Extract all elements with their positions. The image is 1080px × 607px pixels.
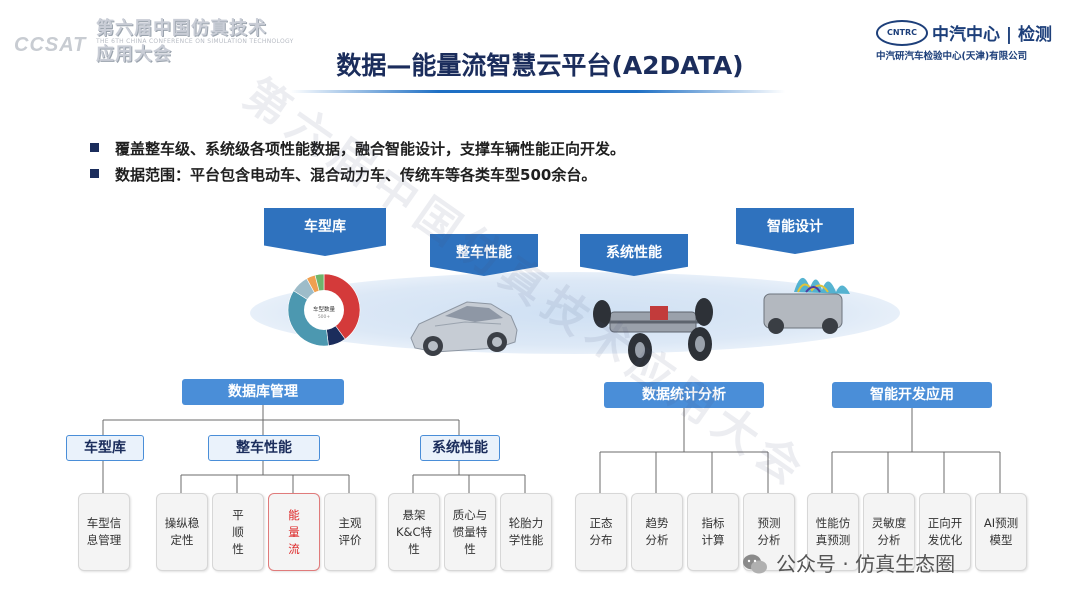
leaf-node: 操纵稳定性 <box>156 493 208 571</box>
leaf-node: 正向开发优化 <box>919 493 971 571</box>
flag-label: 整车性能 <box>456 245 512 261</box>
leaf-node: 质心与惯量特性 <box>444 493 496 571</box>
leaf-label: 性能仿真预测 <box>815 516 851 547</box>
page-title: 数据—能量流智慧云平台(A2DATA) <box>336 51 744 80</box>
flag-intelligent-design: 智能设计 <box>736 208 854 254</box>
leaf-node: 悬架K&C特性 <box>388 493 440 571</box>
brand-logo: CNTRC 中汽中心 | 检测 中汽研汽车检验中心(天津)有限公司 <box>876 20 1056 64</box>
leaf-node: 趋势分析 <box>631 493 683 571</box>
leaf-node-highlighted: 能量流 <box>268 493 320 571</box>
leaf-label: 质心与惯量特性 <box>452 507 488 556</box>
leaf-label: 平顺性 <box>232 507 244 556</box>
conference-logo: CCSAT 第六届中国仿真技术应用大会 THE 6TH CHINA CONFER… <box>14 14 293 65</box>
leaf-label: 正态分布 <box>589 516 613 547</box>
leaf-label: 指标计算 <box>701 516 725 547</box>
leaf-label: AI预测模型 <box>983 516 1019 547</box>
title-underline <box>290 90 785 93</box>
leaf-node: 车型信息管理 <box>78 493 130 571</box>
leaf-node: 主观评价 <box>324 493 376 571</box>
bullet-text: 数据范围：平台包含电动车、混合动力车、传统车等各类车型500余台。 <box>115 166 597 184</box>
wechat-account: 公众号 · 仿真生态圈 <box>742 548 955 577</box>
leaf-label: 正向开发优化 <box>927 516 963 547</box>
flag-system-performance: 系统性能 <box>580 234 688 276</box>
leaf-node: AI预测模型 <box>975 493 1027 571</box>
bullet-square-icon <box>90 143 99 152</box>
vehicle-performance-node: 整车性能 <box>208 435 320 461</box>
leaf-label: 预测分析 <box>757 516 781 547</box>
leaf-node: 正态分布 <box>575 493 627 571</box>
brand-name: 中汽中心 | 检测 <box>932 25 1053 45</box>
leaf-label: 趋势分析 <box>645 516 669 547</box>
bullet-square-icon <box>90 169 99 178</box>
leaf-label: 操纵稳定性 <box>164 516 200 547</box>
ccsat-logo-text: CCSAT <box>14 34 87 56</box>
vehicle-model-donut: 车型数量 500+ <box>287 273 361 347</box>
leaf-label: 车型信息管理 <box>86 516 122 547</box>
bullet-item: 覆盖整车级、系统级各项性能数据，融合智能设计，支撑车辆性能正向开发。 <box>90 138 625 159</box>
leaf-node: 指标计算 <box>687 493 739 571</box>
bullet-item: 数据范围：平台包含电动车、混合动力车、传统车等各类车型500余台。 <box>90 164 596 185</box>
flag-label: 车型库 <box>304 219 346 235</box>
brand-subtitle: 中汽研汽车检验中心(天津)有限公司 <box>876 51 1028 62</box>
chassis-image <box>593 298 713 367</box>
leaf-label: 悬架K&C特性 <box>395 507 433 556</box>
system-performance-node: 系统性能 <box>420 435 500 461</box>
wechat-icon <box>743 554 767 574</box>
sedan-car-image <box>410 301 518 356</box>
leaf-label: 轮胎力学性能 <box>508 516 544 547</box>
conference-subtitle: THE 6TH CHINA CONFERENCE ON SIMULATION T… <box>96 38 294 45</box>
wechat-account-name: 公众号 · 仿真生态圈 <box>776 552 956 576</box>
flag-model-library: 车型库 <box>264 208 386 256</box>
brand-badge: CNTRC <box>876 20 928 46</box>
model-library-node: 车型库 <box>66 435 144 461</box>
db-root-node: 数据库管理 <box>182 379 344 405</box>
bullet-text: 覆盖整车级、系统级各项性能数据，融合智能设计，支撑车辆性能正向开发。 <box>115 140 626 158</box>
leaf-label: 灵敏度分析 <box>871 516 907 547</box>
donut-center-sub: 500+ <box>318 314 331 320</box>
intelligent-design-image <box>763 277 850 334</box>
flag-label: 智能设计 <box>767 219 823 235</box>
leaf-label: 能量流 <box>288 507 300 556</box>
conference-title: 第六届中国仿真技术应用大会 <box>96 18 267 65</box>
ai-root-node: 智能开发应用 <box>832 382 992 408</box>
flag-label: 系统性能 <box>606 245 662 261</box>
donut-center-label: 车型数量 <box>313 305 336 313</box>
leaf-label: 主观评价 <box>338 516 362 547</box>
leaf-node: 平顺性 <box>212 493 264 571</box>
leaf-node: 灵敏度分析 <box>863 493 915 571</box>
flag-vehicle-performance: 整车性能 <box>430 234 538 276</box>
stats-root-node: 数据统计分析 <box>604 382 764 408</box>
leaf-node: 性能仿真预测 <box>807 493 859 571</box>
leaf-node: 轮胎力学性能 <box>500 493 552 571</box>
